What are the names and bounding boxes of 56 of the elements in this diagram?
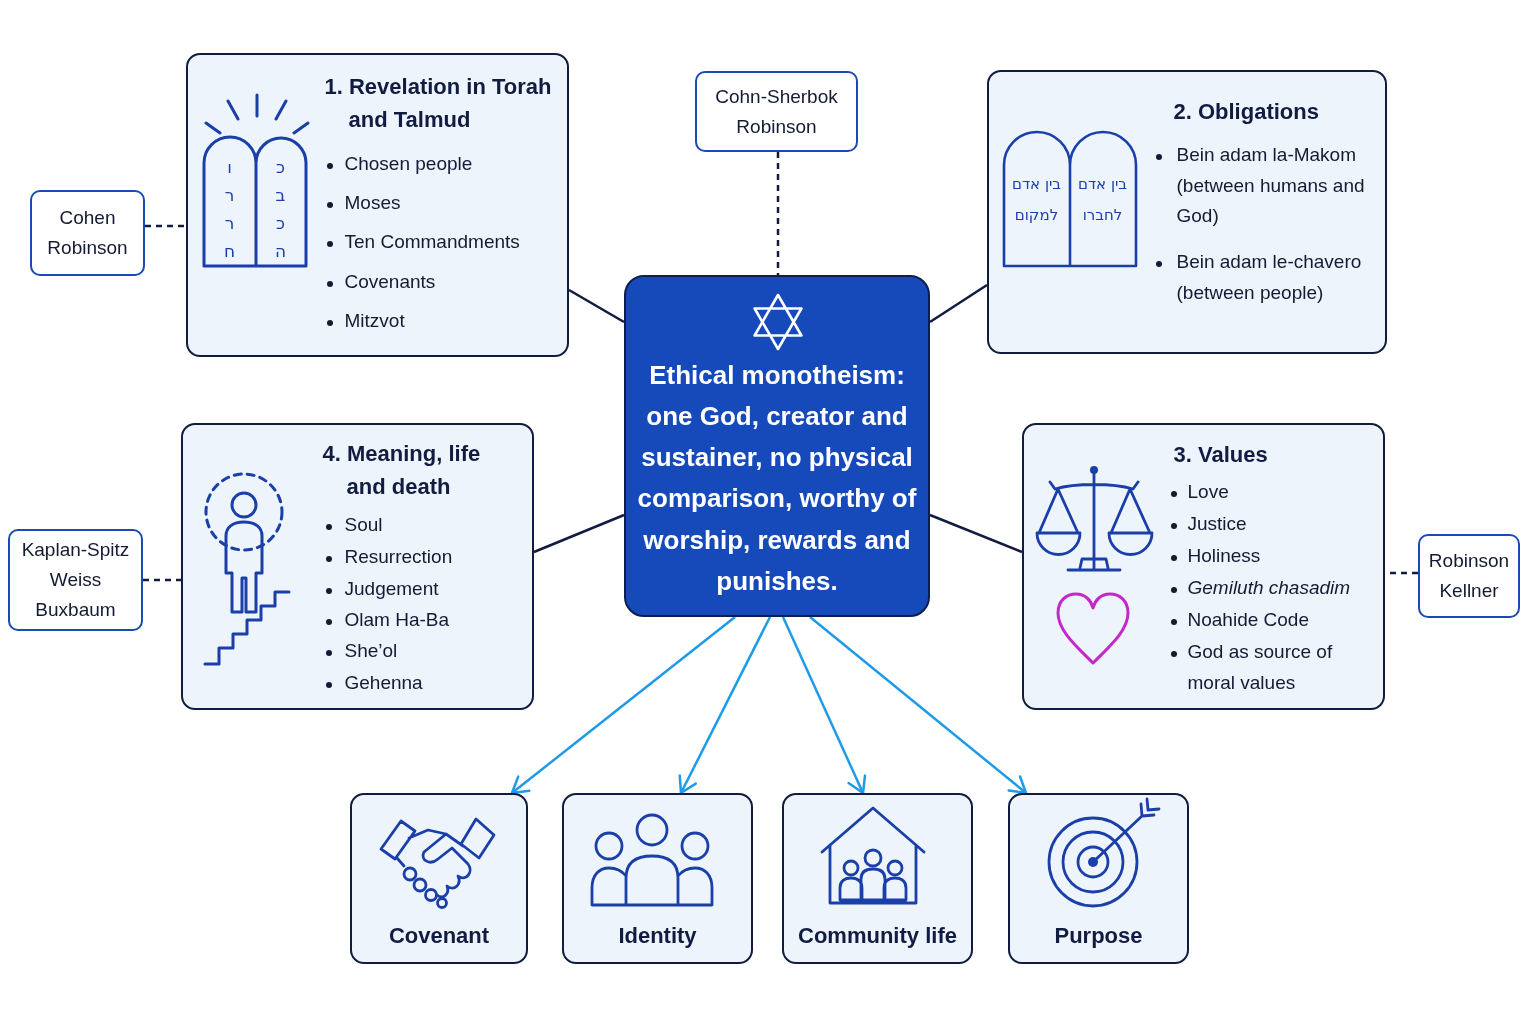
card-label: Purpose <box>1054 921 1143 950</box>
section-box <box>186 53 569 357</box>
arrow <box>678 616 772 795</box>
hebrew-text: ו ר ר ח <box>222 155 237 263</box>
source-box: Cohen Robinson <box>30 190 145 276</box>
arrow <box>781 616 867 795</box>
list-item: Holiness <box>1187 544 1261 569</box>
list-item: Mitzvot <box>344 309 405 334</box>
arrow <box>809 616 1028 795</box>
list-item: Moses <box>344 191 401 216</box>
concept-box <box>624 275 930 617</box>
list-item: Bein adam la-Makom (between humans and God) <box>1176 143 1366 229</box>
list-item: Olam Ha-Ba <box>344 608 450 633</box>
source-box: Kaplan-Spitz Weiss Buxbaum <box>8 529 143 631</box>
source-box: Robinson Kellner <box>1418 534 1520 618</box>
list-item: Gemiluth chasadim <box>1187 576 1351 601</box>
connector-line <box>929 513 1023 554</box>
dashed-line <box>776 152 780 275</box>
section-box <box>181 423 534 710</box>
dashed-line <box>143 578 181 582</box>
hebrew-text: בין אדם לחברו <box>1076 174 1129 226</box>
list-item: Justice <box>1187 512 1247 537</box>
arrow <box>510 616 736 795</box>
list-item: Soul <box>344 513 383 538</box>
connector-line <box>929 283 988 324</box>
source-box: Cohn-Sherbok Robinson <box>695 71 858 152</box>
card-label: Identity <box>618 921 697 950</box>
list-item: Ten Commandments <box>344 230 520 255</box>
concept-text: Ethical monotheism: one God, creator and sustainer, no physical comparison, worthy of worship, rewards and punishes. <box>636 358 918 598</box>
list-item: Noahide Code <box>1187 608 1309 633</box>
list-item: She’ol <box>344 639 398 664</box>
section-heading: 4. Meaning, life and death <box>322 440 482 501</box>
list-item: Love <box>1187 480 1229 505</box>
connector-line <box>568 288 625 324</box>
hebrew-text: כ ב כ ה <box>273 155 288 263</box>
list-item: Gehenna <box>344 671 423 696</box>
hebrew-text: בין אדם למקום <box>1010 174 1063 226</box>
icon-card <box>1008 793 1189 964</box>
connector-line <box>533 513 625 554</box>
list-item: Judgement <box>344 577 439 602</box>
card-label: Community life <box>798 921 957 950</box>
list-item: God as source of moral values <box>1187 640 1334 695</box>
list-item: Chosen people <box>344 152 473 177</box>
list-item: Resurrection <box>344 545 453 570</box>
card-label: Covenant <box>388 921 490 950</box>
icon-card <box>350 793 528 964</box>
section-heading: 1. Revelation in Torah and Talmud <box>324 73 553 134</box>
dashed-line <box>145 224 186 228</box>
section-heading: 2. Obligations <box>1173 98 1319 126</box>
icon-card <box>562 793 753 964</box>
list-item: Bein adam le-chavero (between people) <box>1176 250 1363 305</box>
list-item: Covenants <box>344 270 436 295</box>
section-heading: 3. Values <box>1173 441 1268 469</box>
section-box <box>987 70 1387 354</box>
icon-card <box>782 793 973 964</box>
section-box <box>1022 423 1385 710</box>
